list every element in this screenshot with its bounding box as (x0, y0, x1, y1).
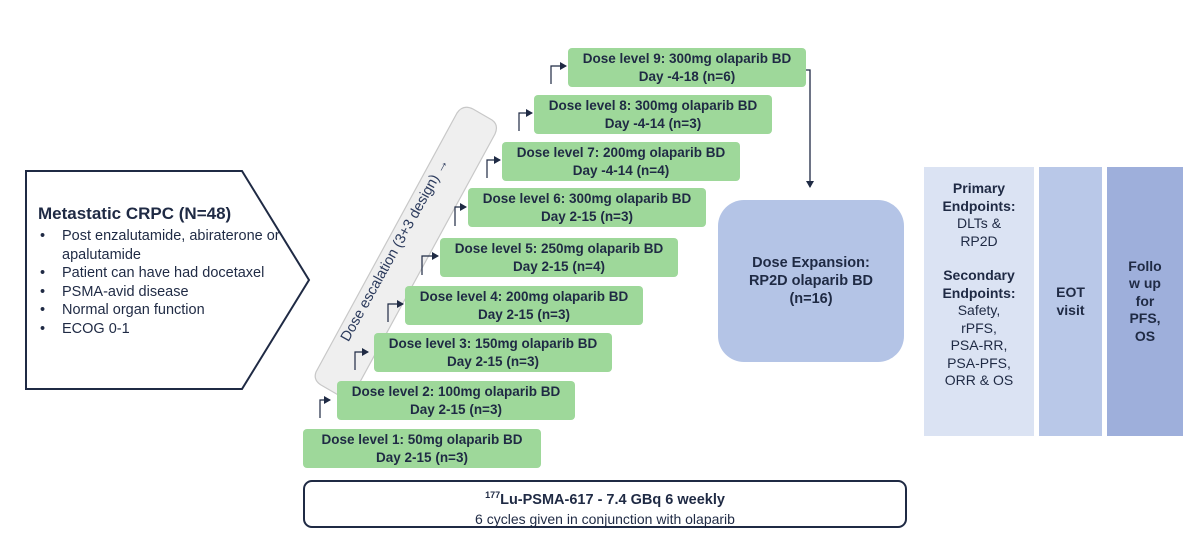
step-connector-arrow (319, 396, 331, 418)
dose-level-text: Dose level 4: 200mg olaparib BD (419, 289, 629, 304)
dose-level-text: Dose level 8: 300mg olaparib BD (548, 98, 758, 113)
step-connector-arrow (518, 109, 533, 131)
follow-up-column: Follo w up for PFS, OS (1107, 167, 1183, 436)
dose-level-text: Dose level 1: 50mg olaparib BD (321, 432, 523, 447)
dose-level-text: Dose level 6: 300mg olaparib BD (482, 191, 692, 206)
escalation-banner (314, 106, 498, 399)
dose-level-schedule: Day -4-14 (n=4) (572, 162, 670, 178)
dose-level-1: Dose level 1: 50mg olaparib BD Day 2-15 … (303, 429, 541, 468)
eligibility-list: Post enzalutamide, abiraterone or apalut… (38, 227, 288, 339)
eot-visit-column: EOT visit (1039, 167, 1102, 436)
secondary-endpoint-item: PSA-RR, (950, 337, 1008, 353)
dose-level-9: Dose level 9: 300mg olaparib BD Day -4-1… (568, 48, 806, 87)
dose-level-4: Dose level 4: 200mg olaparib BD Day 2-15… (405, 286, 643, 325)
secondary-endpoint-item: ORR & OS (944, 372, 1014, 388)
primary-endpoint-item: DLTs & (956, 215, 1002, 231)
expansion-dose: RP2D olaparib BD (748, 273, 874, 289)
step-connector-arrow (421, 252, 439, 275)
step-connectors (319, 62, 567, 418)
expansion-title: Dose Expansion: (752, 255, 870, 271)
follow-up-label: w up (1129, 275, 1161, 292)
expansion-arrow (790, 69, 814, 188)
follow-up-label: Follo (1128, 257, 1162, 274)
eot-label: EOT (1056, 284, 1085, 300)
step-connector-arrow (454, 203, 467, 226)
secondary-endpoints-title: Endpoints: (942, 284, 1016, 301)
dose-level-text: Dose level 3: 150mg olaparib BD (388, 336, 598, 351)
dose-level-text: Dose level 2: 100mg olaparib BD (351, 384, 561, 399)
step-connector-arrow (486, 156, 501, 178)
eligibility-item: Post enzalutamide, abiraterone or apalut… (38, 227, 288, 264)
dose-level-schedule: Day 2-15 (n=3) (447, 353, 539, 369)
dose-level-7: Dose level 7: 200mg olaparib BD Day -4-1… (502, 142, 740, 181)
primary-endpoints-title: Primary (952, 180, 1006, 196)
radioligand-title: 177Lu-PSMA-617 - 7.4 GBq 6 weekly (305, 486, 905, 510)
dose-level-schedule: Day 2-15 (n=3) (478, 306, 570, 322)
radioligand-subtitle: 6 cycles given in conjunction with olapa… (475, 510, 735, 527)
population-title: Metastatic CRPC (N=48) (38, 204, 232, 223)
eligibility-item: ECOG 0-1 (38, 320, 288, 339)
dose-level-6: Dose level 6: 300mg olaparib BD Day 2-15… (468, 188, 706, 227)
eligibility-item: Patient can have had docetaxel (38, 264, 288, 283)
radioligand-regimen: Lu-PSMA-617 - 7.4 GBq 6 weekly (500, 491, 725, 508)
dose-level-schedule: Day 2-15 (n=3) (376, 449, 468, 465)
eot-label: visit (1056, 301, 1085, 318)
population-text: Metastatic CRPC (N=48) Post enzalutamide… (38, 204, 288, 339)
radioligand-box: 177Lu-PSMA-617 - 7.4 GBq 6 weekly 6 cycl… (303, 480, 907, 528)
secondary-endpoint-item: rPFS, (961, 319, 997, 336)
dose-level-schedule: Day 2-15 (n=3) (541, 208, 633, 224)
dose-level-8: Dose level 8: 300mg olaparib BD Day -4-1… (534, 95, 772, 134)
dose-level-3: Dose level 3: 150mg olaparib BD Day 2-15… (374, 333, 612, 372)
expansion-count: (n=16) (789, 291, 833, 307)
dose-level-2: Dose level 2: 100mg olaparib BD Day 2-15… (337, 381, 575, 420)
primary-endpoints-title: Endpoints: (942, 197, 1016, 214)
endpoints-column: Primary Endpoints: DLTs & RP2D Secondary… (924, 167, 1034, 436)
secondary-endpoint-item: Safety, (957, 302, 1001, 318)
primary-endpoint-item: RP2D (960, 232, 998, 249)
secondary-endpoint-item: PSA-PFS, (947, 354, 1011, 371)
follow-up-label: OS (1134, 327, 1156, 344)
eligibility-item: Normal organ function (38, 301, 288, 320)
dose-level-schedule: Day -4-18 (n=6) (638, 68, 736, 84)
dose-level-schedule: Day 2-15 (n=4) (513, 258, 605, 274)
dose-level-text: Dose level 5: 250mg olaparib BD (454, 241, 664, 256)
eligibility-item: PSMA-avid disease (38, 283, 288, 302)
dose-expansion-box: Dose Expansion: RP2D olaparib BD (n=16) (718, 200, 904, 362)
step-connector-arrow (550, 62, 567, 84)
isotope-mass-number: 177 (485, 490, 501, 500)
follow-up-label: PFS, (1129, 310, 1161, 327)
dose-level-text: Dose level 7: 200mg olaparib BD (516, 145, 726, 160)
follow-up-label: for (1135, 292, 1155, 309)
step-connector-arrow (387, 300, 404, 322)
dose-level-5: Dose level 5: 250mg olaparib BD Day 2-15… (440, 238, 678, 277)
dose-level-schedule: Day 2-15 (n=3) (410, 401, 502, 417)
dose-level-schedule: Day -4-14 (n=3) (604, 115, 702, 131)
step-connector-arrow (354, 348, 369, 370)
dose-level-text: Dose level 9: 300mg olaparib BD (582, 51, 792, 66)
secondary-endpoints-title: Secondary (943, 267, 1015, 283)
